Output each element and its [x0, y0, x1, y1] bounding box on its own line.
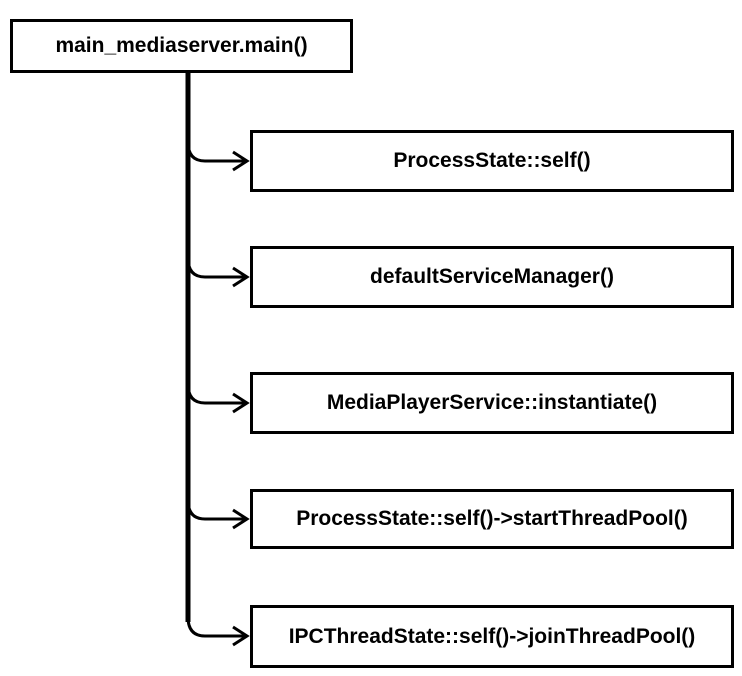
branch-arrow-4 [186, 616, 246, 638]
call-node-label: IPCThreadState::self()->joinThreadPool() [288, 624, 696, 648]
call-node-join-thread-pool: IPCThreadState::self()->joinThreadPool() [250, 605, 734, 668]
call-node-media-player-service-instantiate: MediaPlayerService::instantiate() [250, 372, 734, 434]
call-node-default-service-manager: defaultServiceManager() [250, 246, 734, 308]
root-node-label: main_mediaserver.main() [55, 34, 308, 57]
call-node-label: ProcessState::self() [393, 149, 591, 172]
arrowhead-3 [232, 508, 250, 530]
arrowhead-0 [232, 150, 250, 172]
call-node-label: ProcessState::self()->startThreadPool() [296, 507, 688, 530]
branch-arrow-3 [186, 499, 246, 521]
root-node-main-mediaserver: main_mediaserver.main() [10, 19, 353, 73]
arrowhead-1 [232, 266, 250, 288]
branch-arrow-1 [186, 257, 246, 279]
branch-arrow-2 [186, 383, 246, 405]
call-node-start-thread-pool: ProcessState::self()->startThreadPool() [250, 489, 734, 549]
arrowhead-2 [232, 392, 250, 414]
call-node-label: MediaPlayerService::instantiate() [326, 391, 658, 414]
call-node-label: defaultServiceManager() [370, 265, 614, 288]
call-node-processstate-self: ProcessState::self() [250, 130, 734, 192]
branch-arrow-0 [186, 141, 246, 163]
arrowhead-4 [232, 625, 250, 647]
